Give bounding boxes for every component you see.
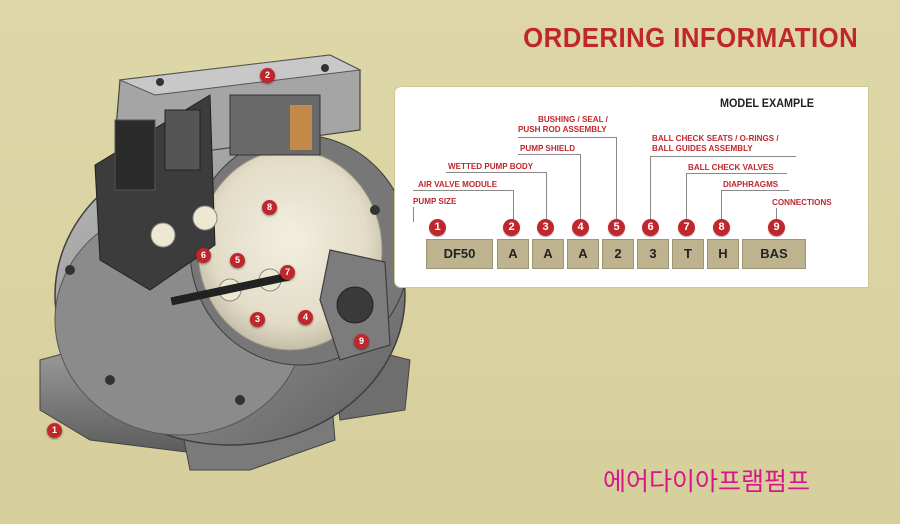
label-bushing-line2: PUSH ROD ASSEMBLY	[518, 124, 607, 134]
label-air-valve-module: AIR VALVE MODULE	[418, 179, 498, 189]
pump-marker-4: 4	[298, 310, 313, 325]
code-box-diaphragms: H	[707, 239, 739, 269]
number-bubble-4: 4	[572, 219, 589, 236]
code-box-pump-size: DF50	[426, 239, 493, 269]
korean-caption: 에어다이아프램펌프	[603, 467, 811, 496]
label-ball-check-valves: BALL CHECK VALVES	[688, 162, 774, 172]
pump-marker-3: 3	[250, 312, 265, 327]
leader-line-5	[518, 137, 617, 138]
label-diaphragms: DIAPHRAGMS	[723, 179, 779, 189]
label-ball-seats-line2: BALL GUIDES ASSEMBLY	[652, 143, 753, 153]
leader-line-8v	[721, 190, 722, 221]
number-bubble-8: 8	[713, 219, 730, 236]
leader-line-6	[650, 156, 796, 157]
code-box-ball-valves: T	[672, 239, 704, 269]
leader-line-3v	[546, 172, 547, 221]
leader-line-2	[413, 190, 514, 191]
model-example-heading: MODEL EXAMPLE	[720, 96, 815, 110]
code-box-air-valve: A	[497, 239, 529, 269]
number-bubble-5: 5	[608, 219, 625, 236]
label-wetted-pump-body: WETTED PUMP BODY	[448, 161, 534, 171]
leader-line-4	[518, 154, 581, 155]
label-connections: CONNECTIONS	[772, 197, 832, 207]
code-box-ball-seats: 3	[637, 239, 669, 269]
code-box-wetted-body: A	[532, 239, 564, 269]
number-bubble-7: 7	[678, 219, 695, 236]
label-ball-seats-line1: BALL CHECK SEATS / O-RINGS /	[652, 133, 779, 143]
pump-marker-9: 9	[354, 334, 369, 349]
leader-line-7v	[686, 173, 687, 221]
leader-line-5v	[616, 137, 617, 221]
label-pump-size: PUMP SIZE	[413, 196, 457, 206]
leader-line-4v	[580, 154, 581, 221]
number-bubble-9: 9	[768, 219, 785, 236]
code-box-bushing: 2	[602, 239, 634, 269]
code-box-pump-shield: A	[567, 239, 599, 269]
number-bubble-3: 3	[537, 219, 554, 236]
leader-line-2v	[513, 190, 514, 221]
number-bubble-6: 6	[642, 219, 659, 236]
leader-line-7	[686, 173, 787, 174]
pump-marker-6: 6	[196, 248, 211, 263]
page-title: ORDERING INFORMATION	[522, 22, 858, 53]
leader-line-1	[413, 207, 414, 222]
leader-line-8	[721, 190, 789, 191]
pump-marker-7: 7	[280, 265, 295, 280]
leader-line-3	[446, 172, 547, 173]
pump-marker-8: 8	[262, 200, 277, 215]
label-pump-shield: PUMP SHIELD	[520, 143, 576, 153]
leader-line-6v	[650, 156, 651, 221]
pump-marker-1: 1	[47, 423, 62, 438]
code-box-connections: BAS	[742, 239, 806, 269]
leader-line-9v	[776, 208, 777, 221]
label-bushing-line1: BUSHING / SEAL /	[538, 114, 608, 124]
pump-marker-5: 5	[230, 253, 245, 268]
number-bubble-2: 2	[503, 219, 520, 236]
pump-marker-2: 2	[260, 68, 275, 83]
number-bubble-1: 1	[429, 219, 446, 236]
